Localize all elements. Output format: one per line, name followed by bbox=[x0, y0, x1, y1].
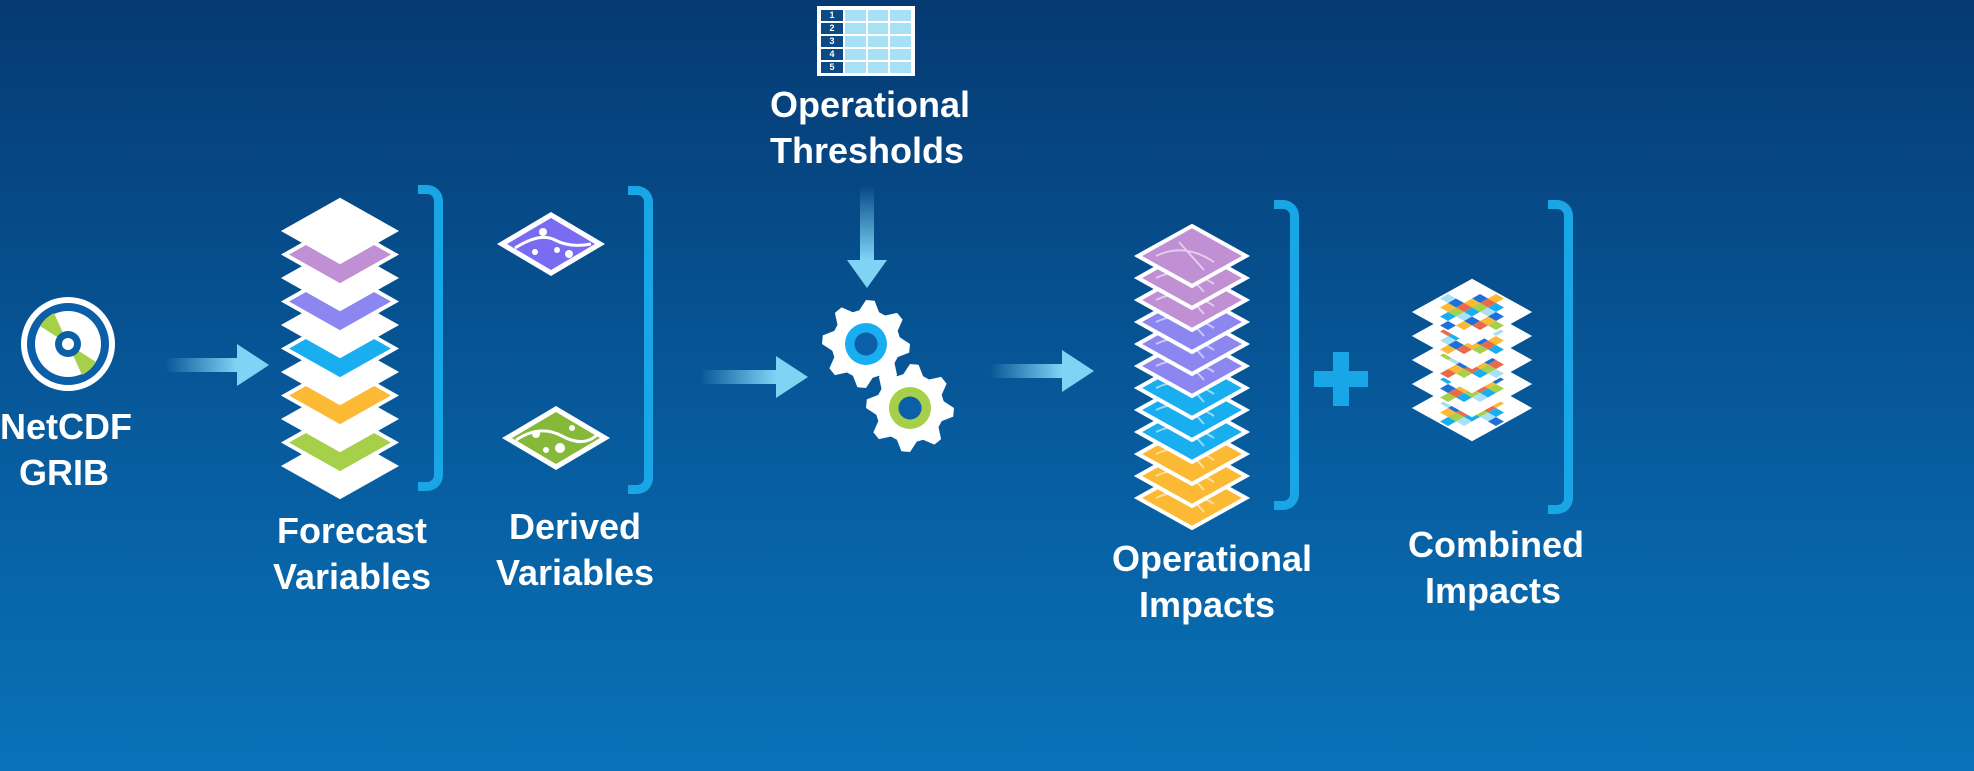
combined-cell bbox=[1440, 417, 1456, 426]
table-cell bbox=[890, 36, 912, 47]
table-cell bbox=[890, 62, 912, 73]
table-cell bbox=[845, 49, 866, 60]
forecast-layers bbox=[280, 197, 400, 500]
table-row-number: 4 bbox=[821, 49, 843, 60]
combined-cell bbox=[1440, 321, 1456, 330]
plus-icon bbox=[1314, 352, 1368, 406]
combined-cell bbox=[1488, 369, 1504, 378]
arrow-to-forecast bbox=[165, 344, 269, 386]
combined-cell bbox=[1456, 417, 1472, 426]
forecast-layer bbox=[280, 197, 400, 265]
forecast-bracket bbox=[418, 185, 443, 491]
operational-impacts-stack bbox=[1133, 223, 1251, 531]
forecast-layer-stack bbox=[280, 197, 400, 500]
arrow-to-process bbox=[700, 356, 808, 398]
arrow-down-to-process bbox=[847, 186, 887, 288]
combined-cell bbox=[1472, 321, 1488, 330]
forecast-label: Forecast Variables bbox=[272, 510, 432, 597]
combined-cell bbox=[1472, 345, 1488, 354]
gear-hole bbox=[854, 332, 878, 356]
derived-water-map-icon bbox=[497, 212, 605, 276]
gears-icon bbox=[822, 300, 954, 452]
table-cell bbox=[867, 49, 889, 60]
table-row: 3 bbox=[821, 36, 912, 47]
thresholds-label: Operational Thresholds bbox=[770, 84, 971, 171]
operational-impacts-label: Operational Impacts bbox=[1112, 538, 1313, 625]
combined-impacts-stack bbox=[1411, 278, 1533, 442]
combined-impacts-label: Combined Impacts bbox=[1408, 524, 1584, 611]
table-row: 4 bbox=[821, 49, 912, 60]
impact-layer-lines bbox=[1155, 241, 1215, 271]
combined-cell bbox=[1472, 417, 1488, 426]
table-cell bbox=[867, 23, 889, 34]
table-cell bbox=[845, 23, 866, 34]
table-cell bbox=[867, 36, 889, 47]
table-row: 1 bbox=[821, 10, 912, 21]
table-cell bbox=[890, 49, 912, 60]
derived-label: Derived Variables bbox=[495, 506, 655, 593]
table-row: 5 bbox=[821, 62, 912, 73]
combined-cell bbox=[1440, 393, 1456, 402]
combined-cell bbox=[1488, 345, 1504, 354]
combined-cell bbox=[1440, 345, 1456, 354]
derived-land-map-icon bbox=[502, 406, 610, 470]
derived-bracket bbox=[628, 186, 653, 494]
table-row-number: 2 bbox=[821, 23, 843, 34]
disc-icon bbox=[21, 297, 115, 391]
threshold-table: 1 2 3 4 5 bbox=[821, 10, 912, 73]
combined-cell bbox=[1472, 393, 1488, 402]
table-row: 2 bbox=[821, 23, 912, 34]
combined-cell bbox=[1456, 369, 1472, 378]
table-cell bbox=[867, 62, 889, 73]
table-cell bbox=[890, 23, 912, 34]
table-cell bbox=[867, 10, 889, 21]
table-cell bbox=[890, 10, 912, 21]
table-cell bbox=[845, 62, 866, 73]
combined-cell bbox=[1488, 393, 1504, 402]
combined-cell bbox=[1440, 369, 1456, 378]
combined-cell bbox=[1488, 321, 1504, 330]
gear-hole bbox=[898, 396, 922, 420]
combined-cell bbox=[1488, 417, 1504, 426]
table-cell bbox=[845, 10, 866, 21]
combined-cell bbox=[1456, 345, 1472, 354]
impacts-bracket bbox=[1274, 200, 1299, 510]
arrow-to-impacts bbox=[990, 350, 1094, 392]
table-row-number: 5 bbox=[821, 62, 843, 73]
combined-cell bbox=[1456, 321, 1472, 330]
combined-cell bbox=[1472, 369, 1488, 378]
table-row-number: 1 bbox=[821, 10, 843, 21]
combined-bracket bbox=[1548, 200, 1573, 514]
table-row-number: 3 bbox=[821, 36, 843, 47]
table-cell bbox=[845, 36, 866, 47]
table-icon: 1 2 3 4 5 bbox=[817, 6, 915, 76]
source-label: NetCDF GRIB bbox=[0, 406, 132, 493]
combined-cell bbox=[1456, 393, 1472, 402]
